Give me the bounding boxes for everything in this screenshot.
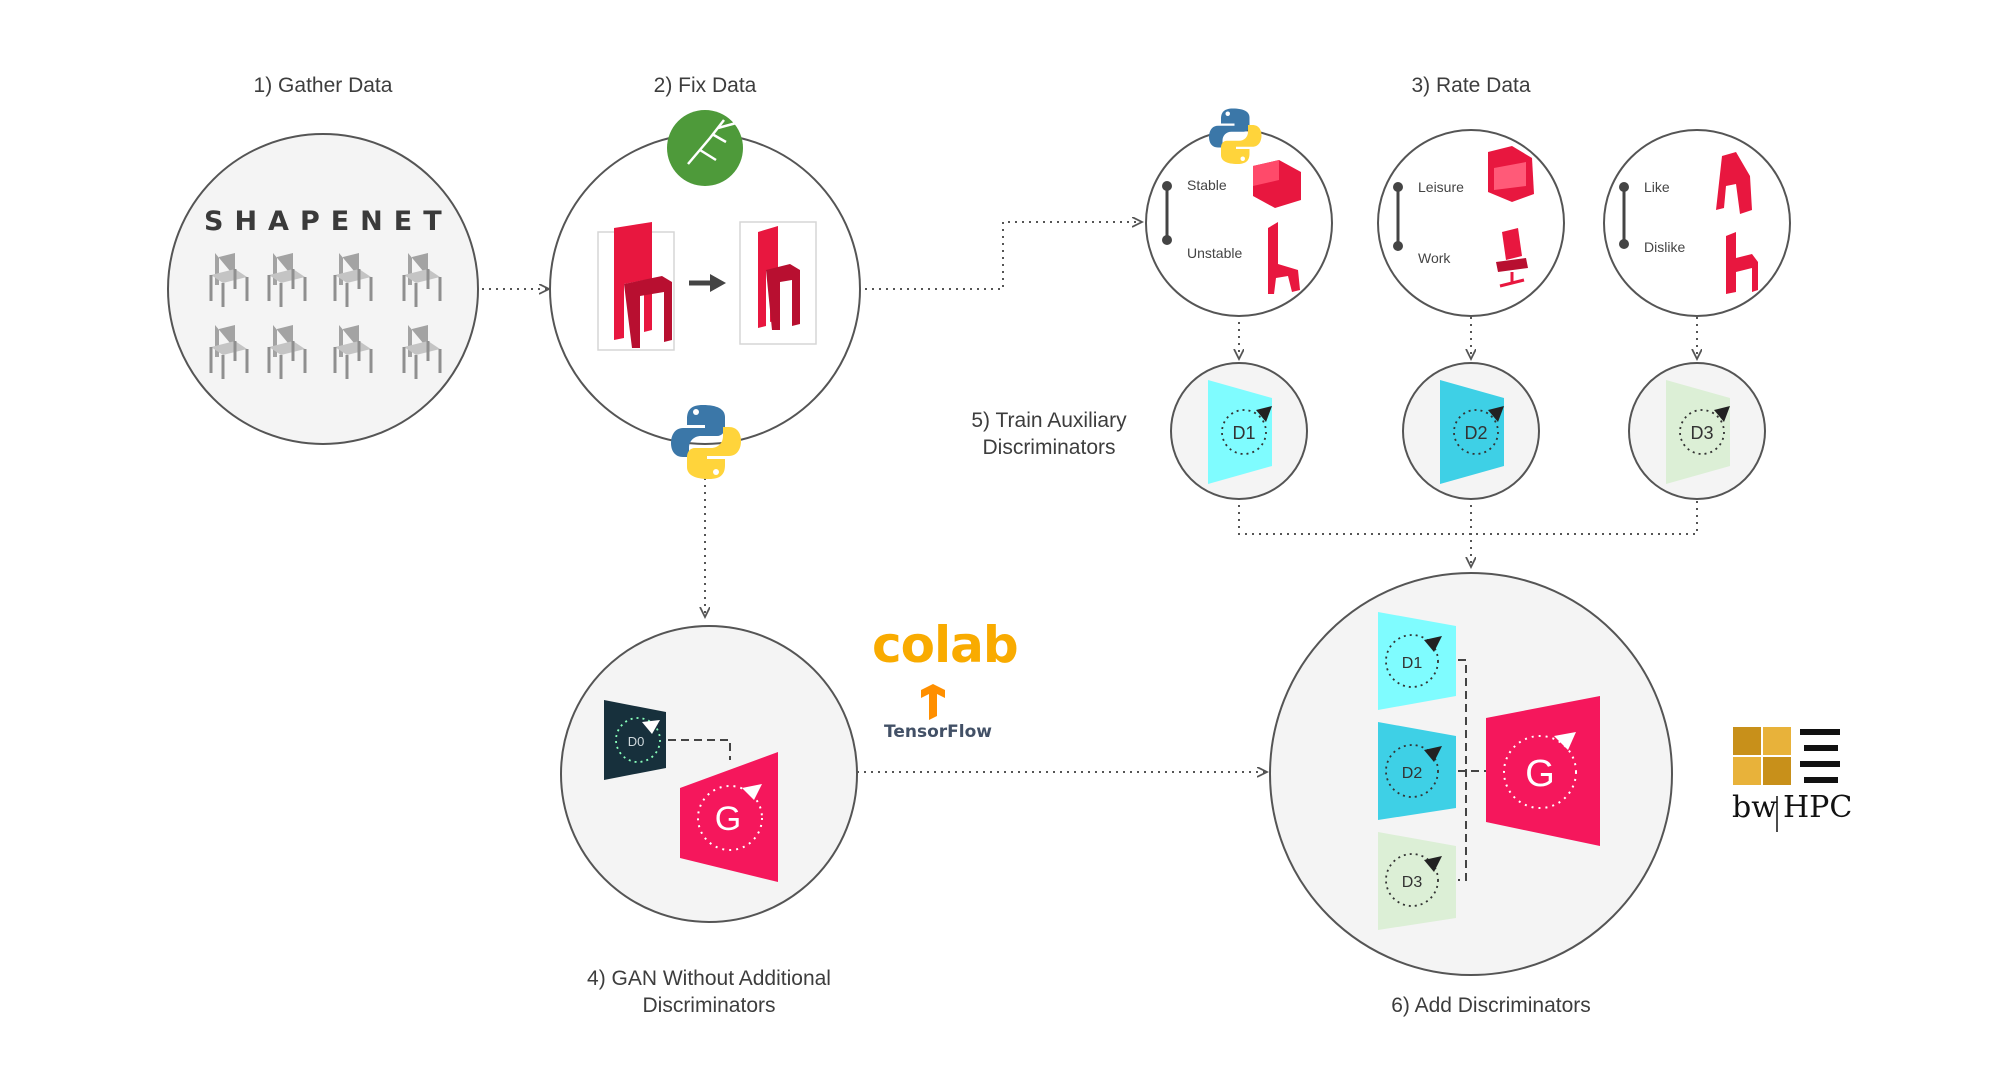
step-label-gan-line1: 4) GAN Without Additional xyxy=(587,967,831,990)
discriminator-label: D3 xyxy=(1690,423,1713,443)
generator-label: G xyxy=(715,800,741,838)
discriminator-label: D2 xyxy=(1464,423,1487,443)
chair-unstable-icon xyxy=(1268,222,1300,294)
connector-train-to-add xyxy=(1238,498,1698,566)
rating-label-top: Leisure xyxy=(1418,179,1464,195)
train-circle-d1: D1 xyxy=(1170,362,1308,500)
step-label-gather: 1) Gather Data xyxy=(253,74,393,97)
shapenet-logo: SHAPENET xyxy=(204,206,453,237)
connector-rate-to-train xyxy=(1239,310,1697,358)
rate-circle-purpose: Leisure Work xyxy=(1377,129,1565,317)
discriminator-label: D3 xyxy=(1402,874,1423,891)
grasshopper-icon xyxy=(667,110,743,186)
train-circle-d2: D2 xyxy=(1402,362,1540,500)
discriminator-label: D1 xyxy=(1402,655,1423,672)
bwhpc-emblem-icon xyxy=(1733,727,1840,832)
tensorflow-logo-icon xyxy=(921,684,945,720)
tensorflow-label: TensorFlow xyxy=(884,722,992,742)
chair-work-icon xyxy=(1496,228,1528,288)
step-label-add: 6) Add Discriminators xyxy=(1391,994,1591,1017)
step-label-fix: 2) Fix Data xyxy=(653,74,757,97)
rating-label-top: Stable xyxy=(1187,177,1227,193)
rating-label-bottom: Work xyxy=(1418,250,1451,266)
discriminator-label: D0 xyxy=(628,734,645,749)
generator-label: G xyxy=(1525,753,1555,795)
rating-label-bottom: Unstable xyxy=(1187,245,1242,261)
step-label-train-line2: Discriminators xyxy=(982,436,1116,459)
discriminator-label: D1 xyxy=(1232,423,1255,443)
rate-circle-preference: Like Dislike xyxy=(1603,129,1791,317)
add-discriminators-circle: D1 D2 D3 G xyxy=(1269,572,1673,976)
step-label-rate: 3) Rate Data xyxy=(1411,74,1531,97)
chair-like-icon xyxy=(1716,152,1752,214)
colab-logo: colab xyxy=(872,616,1019,674)
fix-data-circle xyxy=(549,110,861,479)
rate-circle-stability: Stable Unstable xyxy=(1145,108,1333,317)
gather-data-circle: SHAPENET xyxy=(167,133,479,445)
discriminator-label: D2 xyxy=(1402,765,1423,782)
connector-fix-to-rate xyxy=(865,222,1141,290)
train-circle-d3: D3 xyxy=(1628,362,1766,500)
step-label-train-line1: 5) Train Auxiliary xyxy=(971,409,1127,432)
rating-label-bottom: Dislike xyxy=(1644,239,1685,255)
bwhpc-logo-left: bw xyxy=(1732,790,1777,825)
chair-before-fix xyxy=(597,222,675,351)
chair-after-fix xyxy=(739,221,817,345)
step-label-gan-line2: Discriminators xyxy=(642,994,776,1017)
bwhpc-logo-right: HPC xyxy=(1783,790,1853,825)
chair-leisure-icon xyxy=(1488,146,1534,202)
rating-label-top: Like xyxy=(1644,179,1670,195)
chair-dislike-icon xyxy=(1726,232,1758,294)
chair-stable-icon xyxy=(1253,160,1301,208)
arrow-right-icon xyxy=(689,274,726,292)
gan-circle: D0 G xyxy=(560,625,858,923)
